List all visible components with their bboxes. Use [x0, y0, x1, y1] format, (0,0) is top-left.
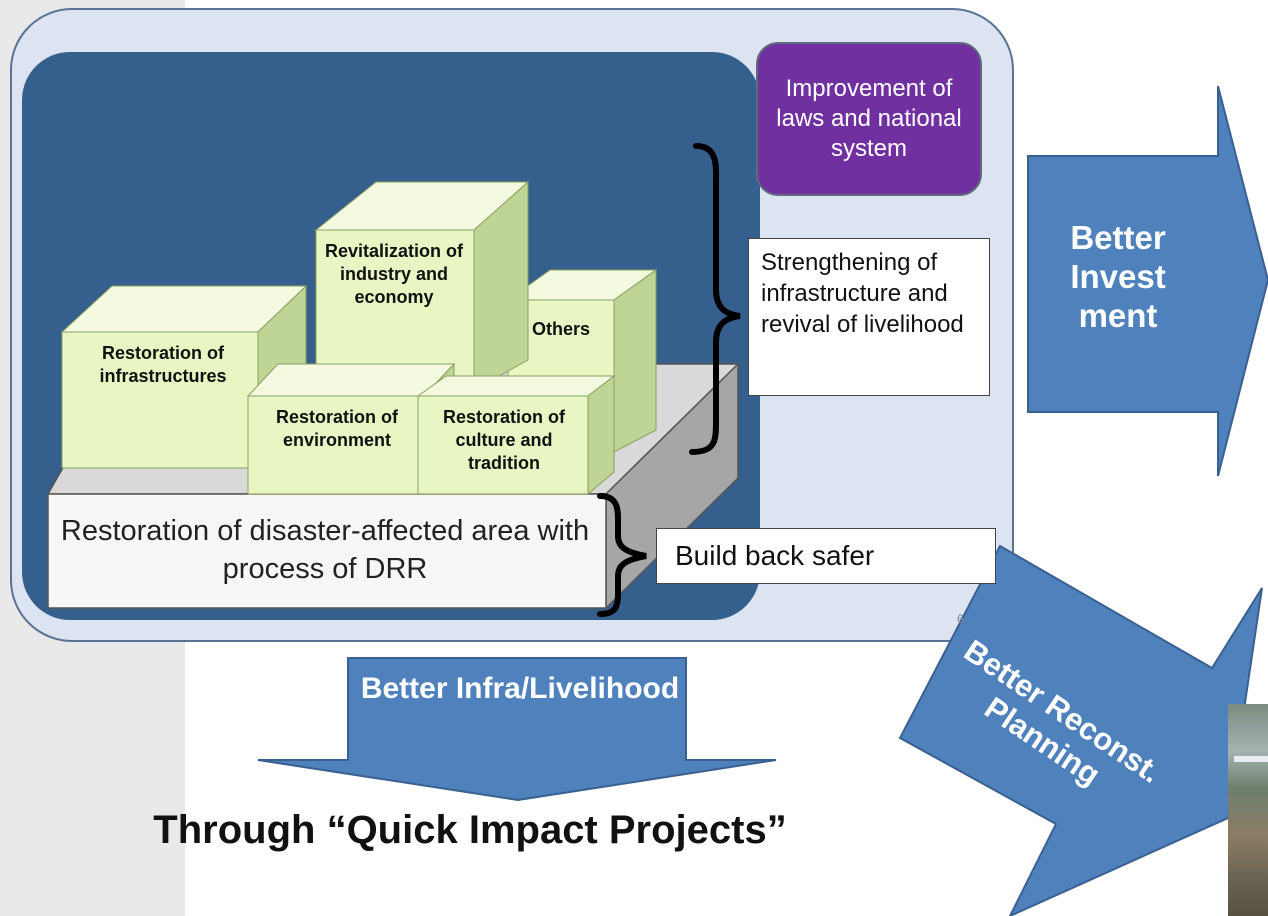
block-culture-front — [417, 395, 589, 495]
block-infra-front — [61, 331, 259, 469]
block-infrastructures-label: Restoration of infrastructures — [99, 343, 227, 386]
block-environment-label: Restoration of environment — [275, 407, 398, 450]
block-industry-label: Revitalization of industry and economy — [324, 241, 463, 307]
block-env-top — [246, 363, 456, 397]
infra-arrow — [257, 657, 777, 802]
laws-improvement-box: Improvement of laws and national system — [756, 42, 982, 196]
brace-strengthening — [689, 143, 741, 455]
laws-improvement-text: Improvement of laws and national system — [776, 75, 962, 162]
brace-build-back — [597, 493, 647, 617]
build-back-safer-label: Build back safer — [656, 528, 996, 584]
through-quick-impact-title: Through “Quick Impact Projects” — [153, 808, 787, 852]
better-infra-label: Better Infra/Livelihood — [360, 672, 680, 705]
slide-number: 6 — [957, 612, 964, 626]
photo-thumbnail — [1228, 704, 1268, 916]
strengthening-label: Strengthening of infrastructure and revi… — [748, 238, 990, 396]
block-culture-label: Restoration of culture and tradition — [442, 407, 565, 473]
slab-label: Restoration of disaster-affected area wi… — [60, 515, 590, 585]
block-culture-top — [416, 375, 616, 397]
planning-arrow — [898, 544, 1263, 916]
invest-arrow — [1027, 85, 1268, 477]
block-industry-front — [315, 229, 475, 391]
block-others-label: Others — [531, 319, 591, 339]
better-investment-label: Better Invest ment — [1070, 219, 1166, 334]
block-env-front — [247, 395, 425, 495]
block-others-side — [613, 269, 657, 453]
